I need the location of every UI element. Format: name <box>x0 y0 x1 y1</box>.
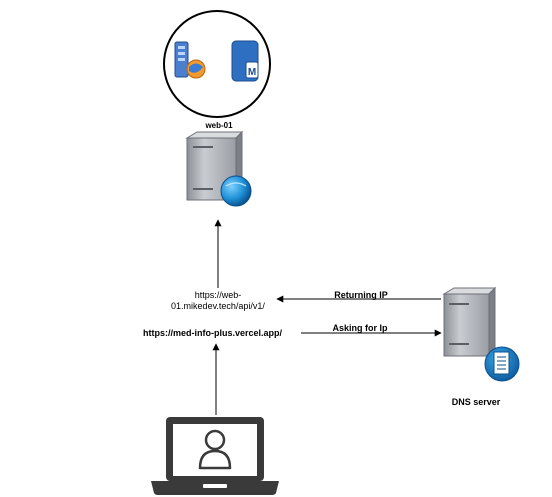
web-server-label: web-01 <box>205 121 233 130</box>
app-server-icon <box>174 41 206 79</box>
web-services-circle <box>163 10 271 118</box>
dns-server-icon <box>442 286 520 382</box>
laptop-icon <box>151 417 279 495</box>
database-icon: M <box>231 40 259 82</box>
web-server-icon <box>185 130 252 207</box>
dns-server-label: DNS server <box>451 397 501 407</box>
user-icon <box>198 429 232 470</box>
asking-ip-label: Asking for Ip <box>332 323 388 333</box>
returning-ip-label: Returning IP <box>334 290 388 300</box>
client-url-label: https://med-info-plus.vercel.app/ <box>143 328 283 338</box>
svg-text:M: M <box>248 67 256 78</box>
api-url-label: https://web-01.mikedev.tech/api/v1/ <box>171 290 265 311</box>
